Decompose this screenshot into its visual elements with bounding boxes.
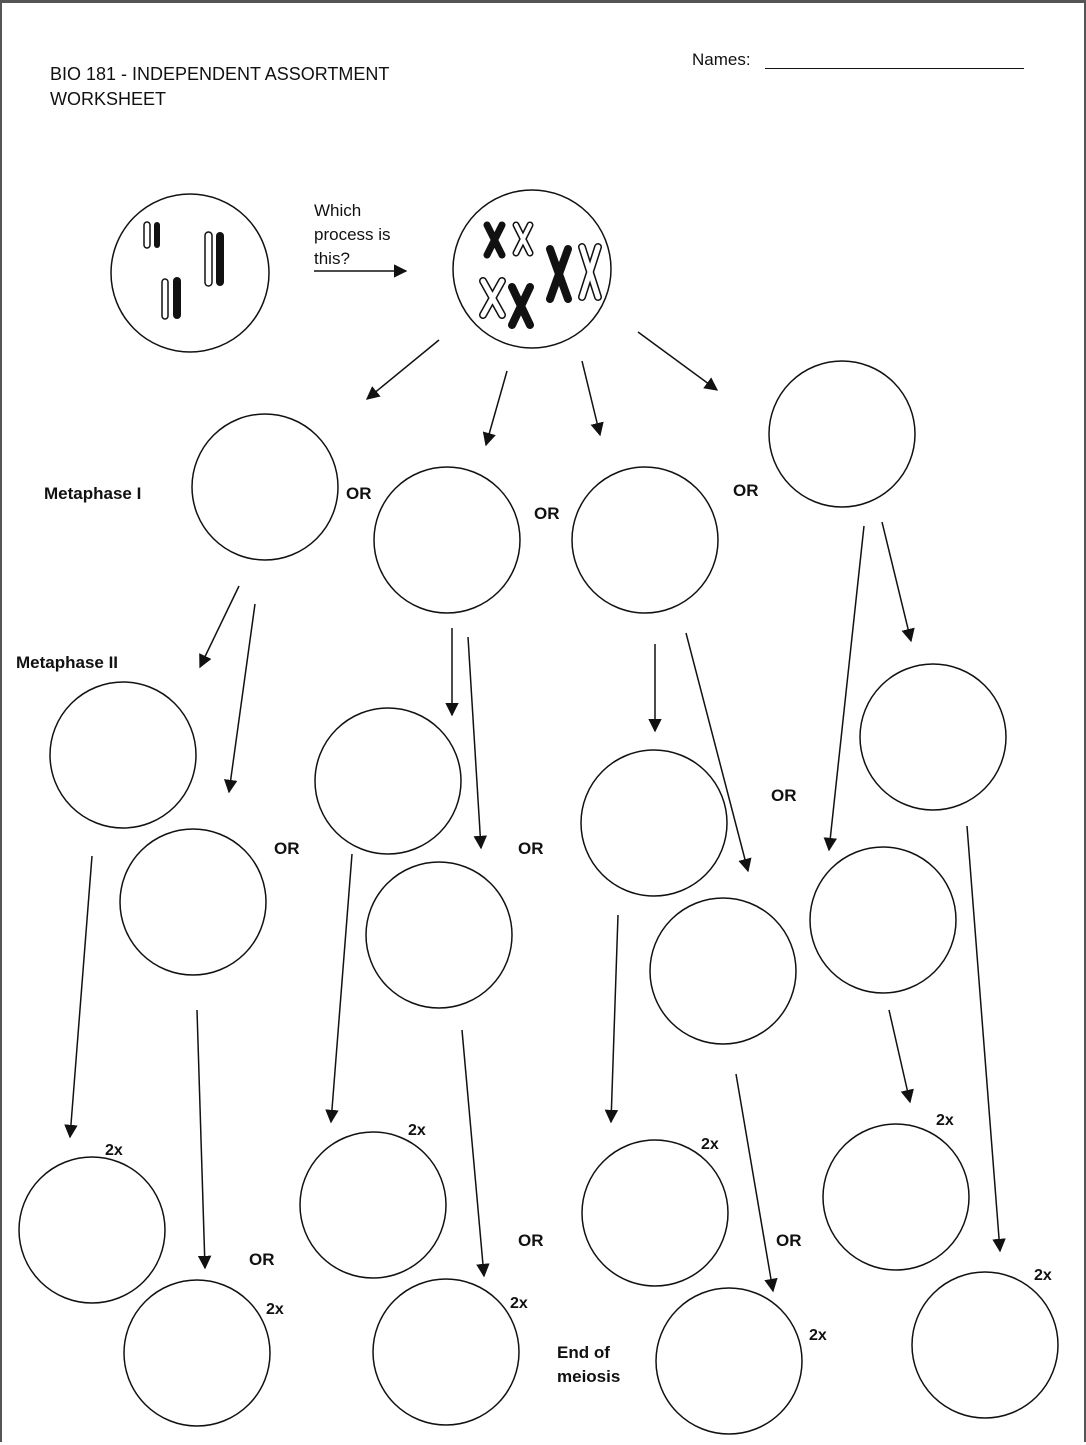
or-label: OR [733,481,759,500]
metaphase2-label: Metaphase II [16,653,119,672]
metaphase1-cell-b[interactable] [373,466,521,614]
or-label: OR [771,786,797,805]
gamete-cell-a1[interactable] [18,1156,166,1304]
gamete-cell-d1[interactable] [822,1123,970,1271]
gamete-cell-d2[interactable] [911,1271,1059,1419]
times-two-label: 2x [701,1136,719,1153]
times-two-label: 2x [408,1122,426,1139]
gamete-cell-c2[interactable] [655,1287,803,1435]
or-label: OR [274,839,300,858]
or-label: OR [346,484,372,503]
worksheet-title: BIO 181 - INDEPENDENT ASSORTMENT WORKSHE… [50,64,390,109]
times-two-label: 2x [1034,1267,1052,1284]
process-question: Which process is this? [314,201,391,268]
or-label: OR [534,504,560,523]
names-label: Names: [692,50,751,69]
or-label: OR [518,839,544,858]
metaphase2-cell-c2[interactable] [649,897,797,1045]
metaphase2-cell-a2[interactable] [119,828,267,976]
metaphase2-cell-d1[interactable] [859,663,1007,811]
metaphase1-cell-d[interactable] [768,360,916,508]
end-of-meiosis-label: End of meiosis [557,1343,621,1386]
metaphase1-cell-c[interactable] [571,466,719,614]
gamete-cell-c1[interactable] [581,1139,729,1287]
gamete-cell-a2[interactable] [123,1279,271,1427]
names-blank-line[interactable] [765,68,1024,69]
replicated-cell [452,189,612,349]
metaphase2-cell-b2[interactable] [365,861,513,1009]
meiosis-diagram [18,189,1059,1435]
times-two-label: 2x [105,1142,123,1159]
or-label: OR [518,1231,544,1250]
arrows-to-gametes [64,825,1006,1293]
times-two-label: 2x [510,1295,528,1312]
metaphase1-label: Metaphase I [44,484,142,503]
times-two-label: 2x [936,1112,954,1129]
times-two-label: 2x [809,1327,827,1344]
gamete-cell-b2[interactable] [372,1278,520,1426]
metaphase2-cell-a1[interactable] [49,681,197,829]
starting-cell [110,193,270,353]
or-label: OR [776,1231,802,1250]
times-two-label: 2x [266,1301,284,1318]
arrows-to-metaphase2 [199,521,915,873]
or-label: OR [249,1250,275,1269]
metaphase1-cell-a[interactable] [191,413,339,561]
metaphase2-cell-d2[interactable] [809,846,957,994]
gamete-cell-b1[interactable] [299,1131,447,1279]
metaphase2-cell-b1[interactable] [314,707,462,855]
arrows-to-metaphase1 [365,331,719,447]
metaphase2-cell-c1[interactable] [580,749,728,897]
